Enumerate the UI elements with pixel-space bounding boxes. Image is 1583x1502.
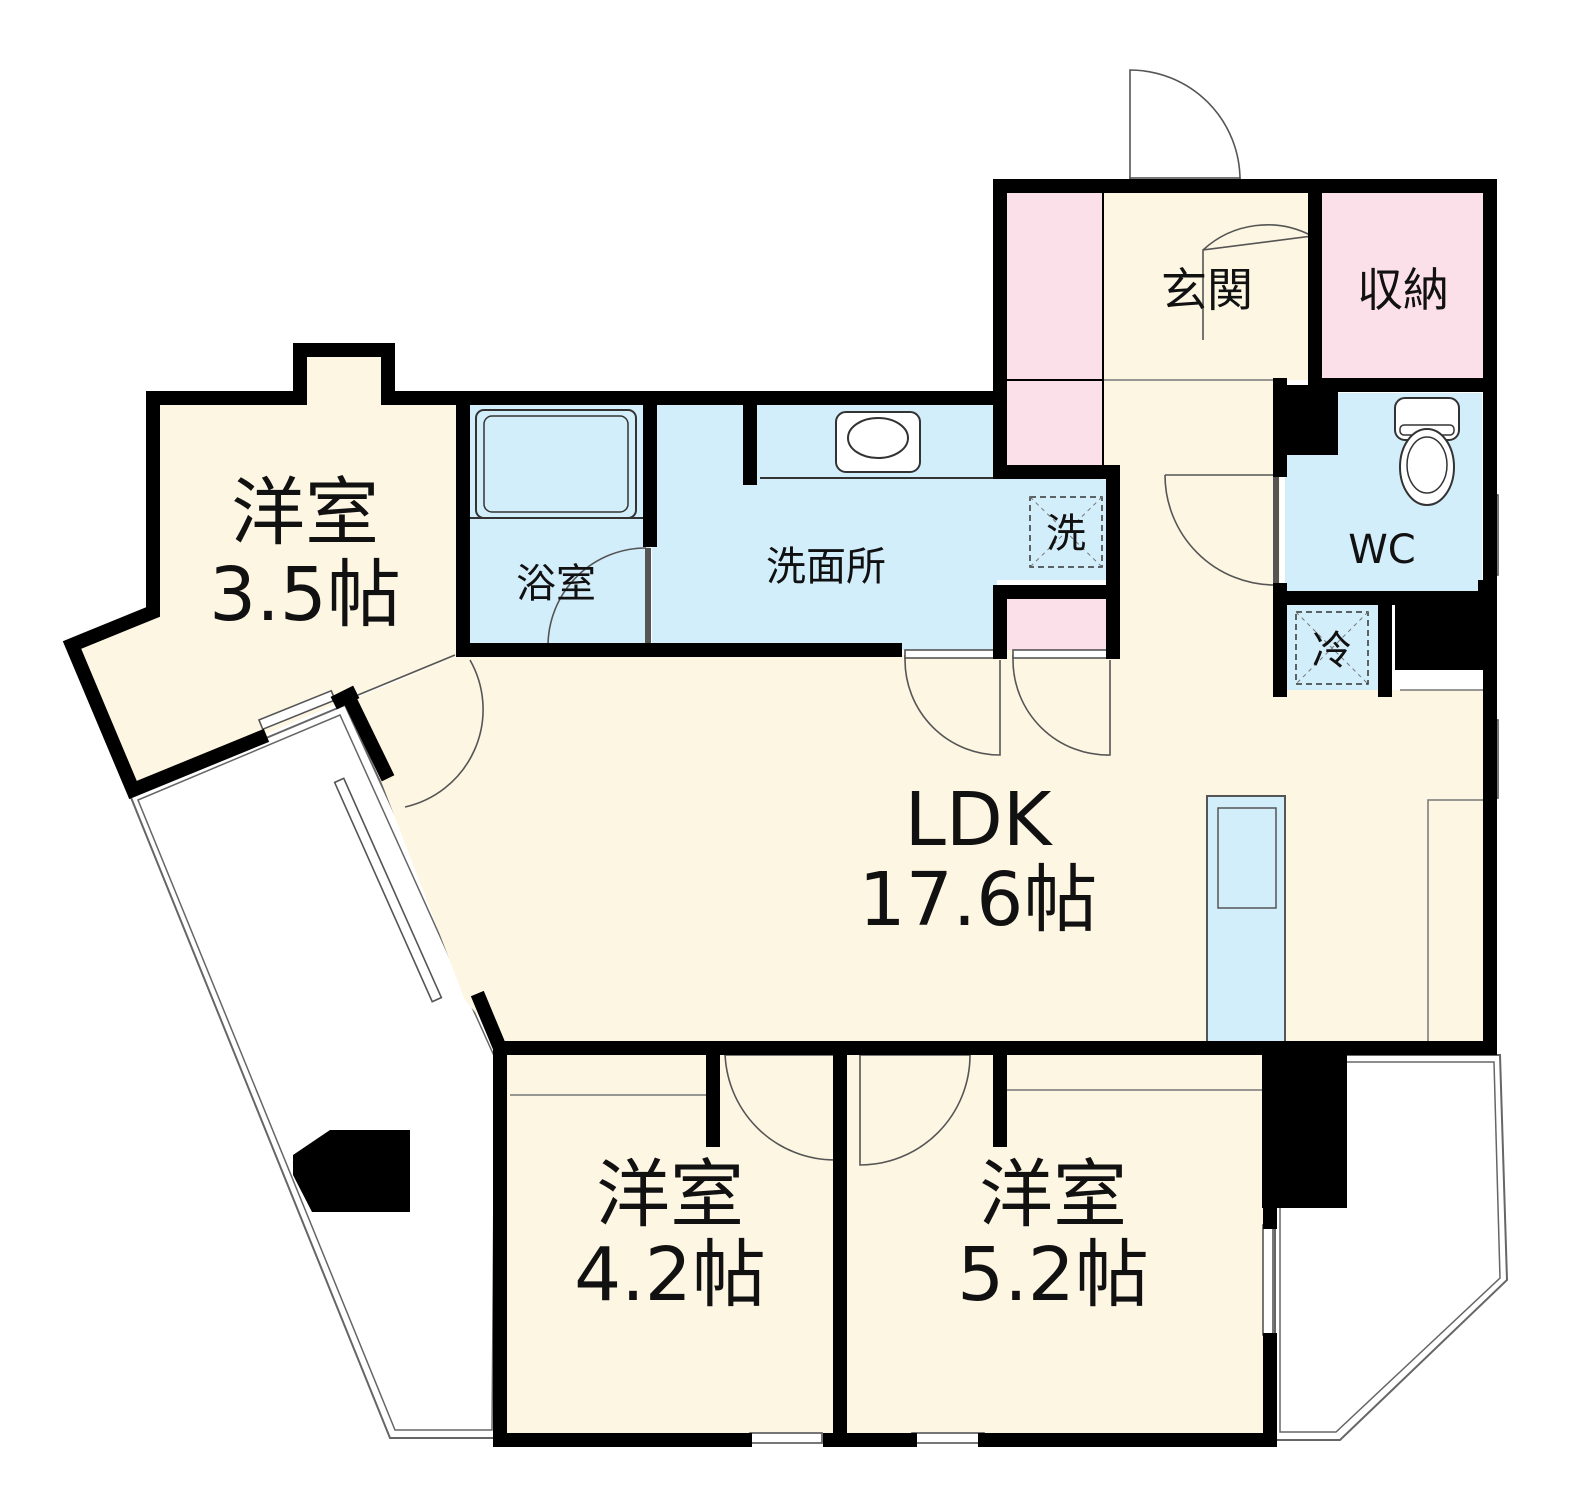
toilet [1394,397,1460,506]
western-room-s1-size: 4.2帖 [574,1232,766,1318]
closet-left [1003,190,1103,473]
window-ldk-west [333,777,443,1003]
western-room-nw-size: 3.5帖 [209,552,401,638]
entrance-label: 玄関 [1161,263,1253,317]
entrance-door-swing [1129,69,1241,185]
wc-label: WC [1348,527,1415,573]
window-s2 [911,1432,985,1444]
western-room-s1-name: 洋室 [596,1152,744,1238]
western-room-4-2-floor [505,1052,835,1436]
ldk-size: 17.6帖 [859,857,1098,943]
western-room-3-5-floor [75,350,463,790]
window-nw [257,689,337,731]
kitchen-counter [1206,795,1286,1045]
closet-wash [1003,596,1108,650]
window-s2-east [1262,1224,1274,1336]
western-room-5-2-floor [843,1052,1268,1436]
sink [835,411,921,473]
window-s1 [749,1432,823,1444]
room-labels: 洋室 3.5帖 浴室 洗面所 洗 玄関 収納 WC 冷 LDK 17.6帖 洋室… [209,263,1449,1318]
storage-floor [1318,190,1488,385]
western-room-s2-name: 洋室 [979,1152,1127,1238]
western-room-nw-name: 洋室 [231,470,379,556]
ldk-name: LDK [905,777,1054,863]
wall-blocks [1262,385,1496,1208]
fridge-mark [1295,611,1369,685]
fixtures [470,379,1490,1096]
storage-label: 収納 [1357,263,1449,317]
outdoor-unit [293,1130,410,1212]
bathtub [475,409,637,519]
western-room-s2-size: 5.2帖 [957,1232,1149,1318]
entrance-floor [1103,190,1313,380]
fridge-label: 冷 [1312,628,1352,674]
washroom-floor [652,405,997,650]
washer-label: 洗 [1046,511,1086,557]
washroom-label: 洗面所 [766,544,886,590]
washer-pan [1029,496,1103,568]
ldk-floor [350,380,1490,1048]
bath-label: 浴室 [516,561,596,607]
